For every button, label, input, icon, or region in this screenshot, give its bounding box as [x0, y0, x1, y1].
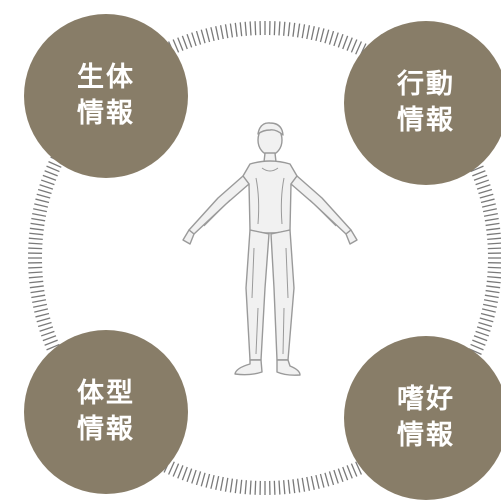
circle-label-line1: 行動 — [397, 67, 455, 103]
circle-biometric-info: 生体 情報 — [24, 14, 188, 178]
circle-body-type-info: 体型 情報 — [24, 330, 188, 494]
circle-label-line2: 情報 — [77, 96, 135, 132]
circle-label-line1: 嗜好 — [397, 382, 455, 418]
human-figure-icon — [170, 118, 370, 388]
circle-label-line1: 生体 — [77, 60, 135, 96]
circle-label-line2: 情報 — [397, 418, 455, 454]
circle-label-line2: 情報 — [77, 412, 135, 448]
circle-label-line2: 情報 — [397, 103, 455, 139]
circle-label-line1: 体型 — [77, 376, 135, 412]
